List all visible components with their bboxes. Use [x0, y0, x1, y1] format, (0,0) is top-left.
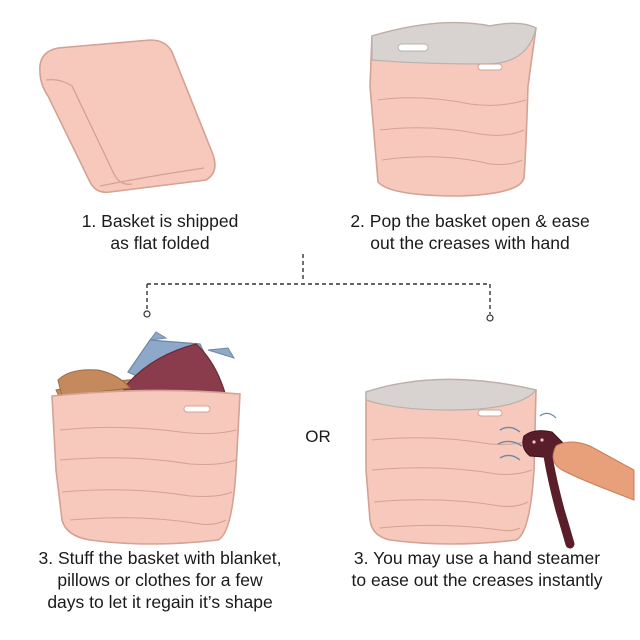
step-2-line-2: out the creases with hand [370, 233, 570, 253]
step-3-stuff-line-1: 3. Stuff the basket with blanket, [38, 548, 282, 568]
step-3-steam-caption: 3. You may use a hand steamer to ease ou… [318, 547, 636, 591]
step-1-line-1: 1. Basket is shipped [81, 211, 239, 231]
open-basket-icon [369, 21, 537, 197]
stuffed-basket-icon [51, 331, 241, 545]
or-label: OR [305, 427, 331, 446]
step-3-stuff-line-3: days to let it regain it’s shape [47, 592, 273, 612]
folded-basket-icon [39, 39, 216, 194]
step-2-line-1: 2. Pop the basket open & ease [350, 211, 590, 231]
connector-end-left [143, 310, 151, 318]
connector-end-right [486, 314, 494, 322]
step-3-steam-line-1: 3. You may use a hand steamer [353, 548, 601, 568]
steamer-basket-icon [365, 378, 635, 549]
step-1-caption: 1. Basket is shipped as flat folded [20, 210, 300, 254]
step-1-line-2: as flat folded [110, 233, 210, 253]
step-2-caption: 2. Pop the basket open & ease out the cr… [320, 210, 620, 254]
step-3-stuff-caption: 3. Stuff the basket with blanket, pillow… [0, 547, 320, 613]
step-3-stuff-line-2: pillows or clothes for a few [57, 570, 263, 590]
step-3-steam-line-2: to ease out the creases instantly [351, 570, 603, 590]
branch-connector [146, 254, 491, 314]
